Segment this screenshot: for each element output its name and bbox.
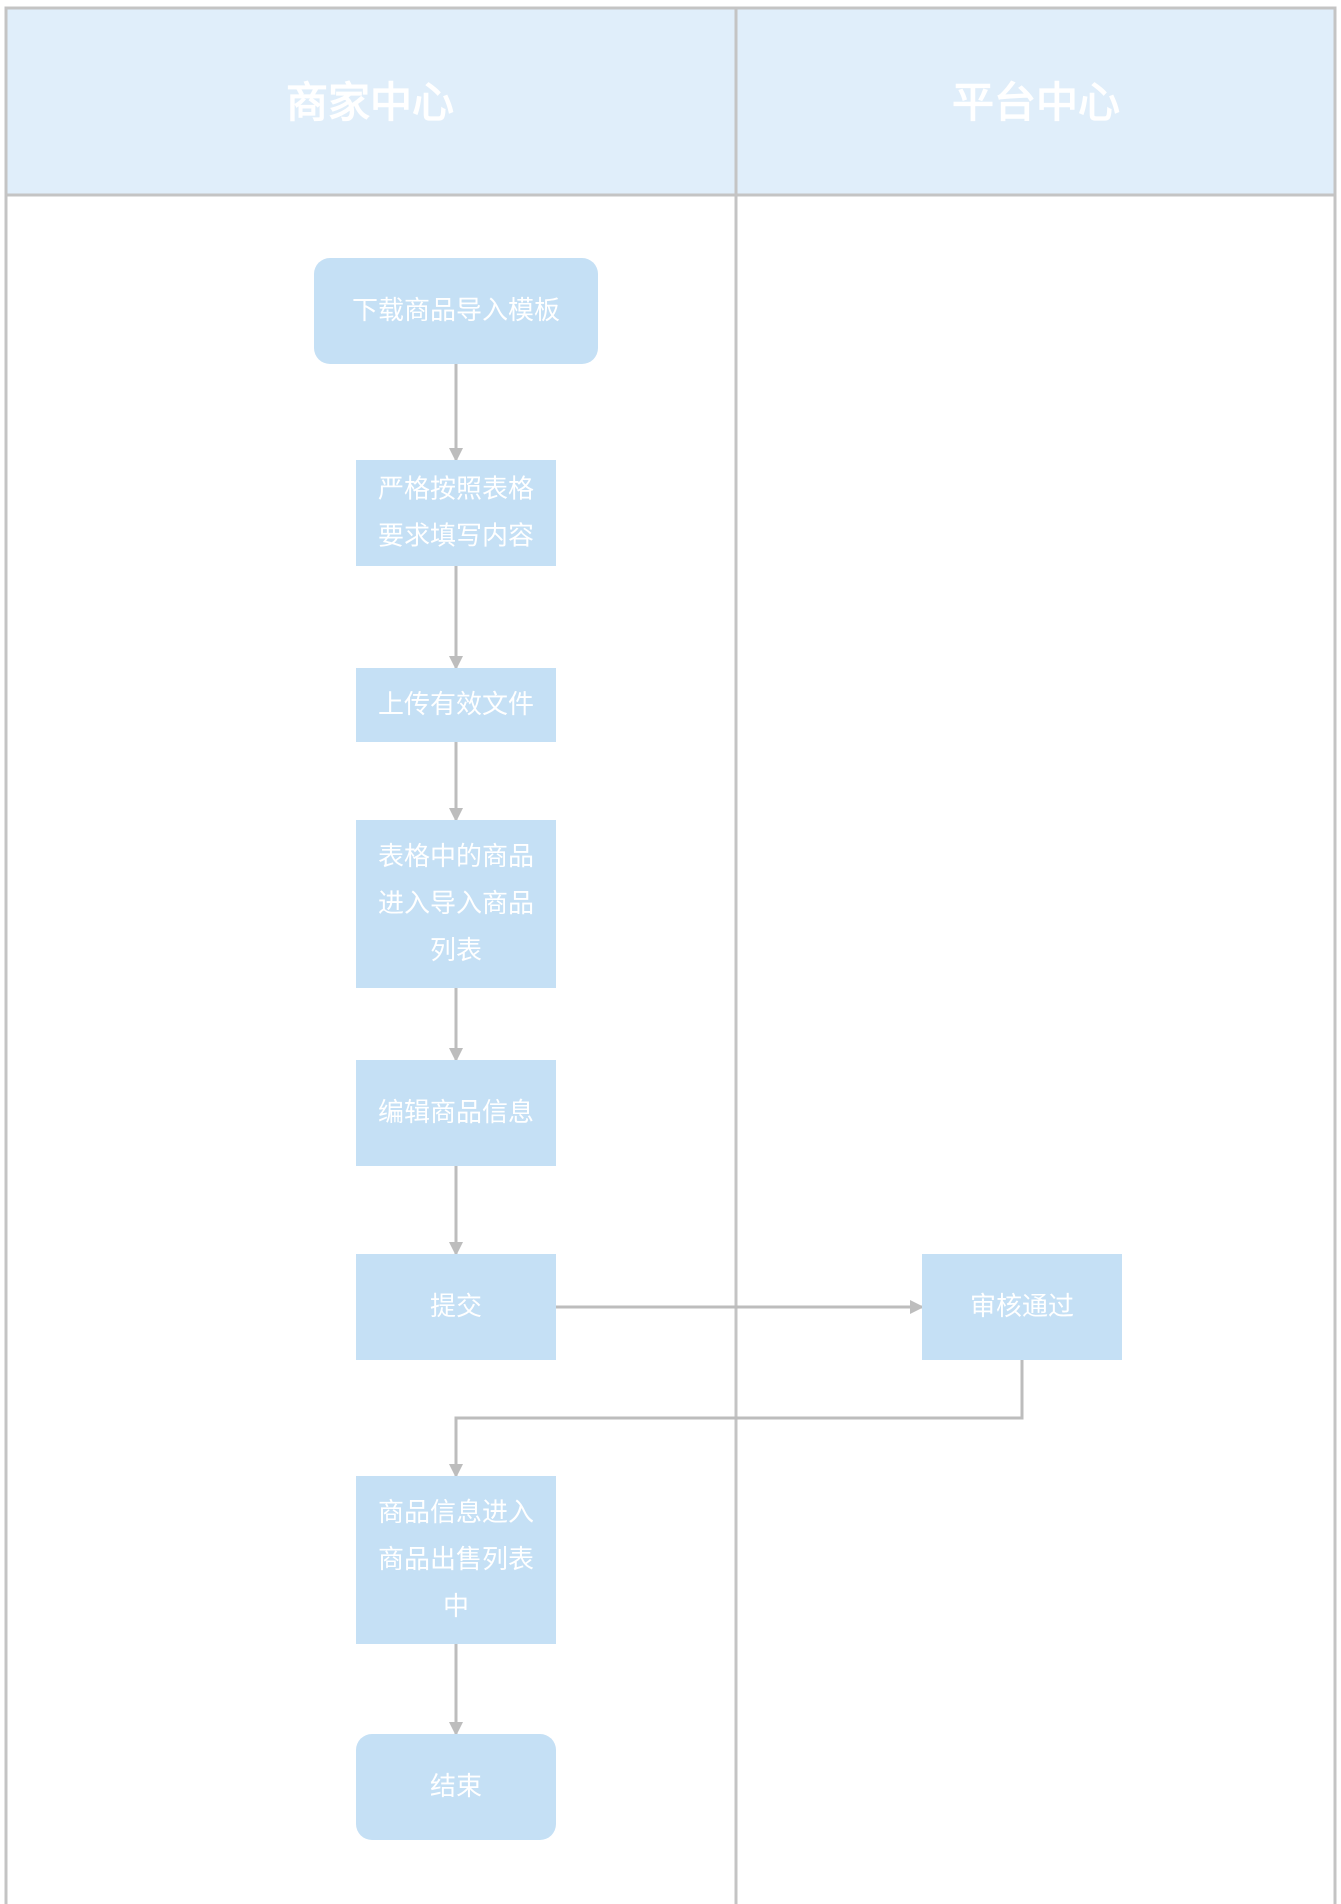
- node-label: 要求填写内容: [378, 522, 534, 552]
- node-shape: [314, 258, 598, 364]
- node-label: 商品信息进入: [378, 1498, 534, 1528]
- node-label: 进入导入商品: [378, 889, 534, 919]
- node-shape: [356, 1476, 556, 1644]
- node-label: 严格按照表格: [378, 475, 534, 505]
- node-label: 商品出售列表: [378, 1545, 534, 1575]
- platform-lane-title: 平台中心: [952, 78, 1120, 127]
- node-shape: [356, 820, 556, 988]
- node-end: 结束: [356, 1734, 556, 1840]
- node-shape: [356, 460, 556, 566]
- node-shape: [356, 1060, 556, 1166]
- node-upload-file: 上传有效文件: [356, 668, 556, 742]
- merchant-lane-title: 商家中心: [286, 78, 454, 127]
- node-label: 表格中的商品: [378, 842, 534, 872]
- node-label: 提交: [430, 1292, 482, 1322]
- node-label: 编辑商品信息: [378, 1098, 534, 1128]
- node-label: 上传有效文件: [378, 690, 534, 720]
- platform-lane-header: [736, 8, 1335, 195]
- node-shape: [356, 668, 556, 742]
- node-review-pass: 审核通过: [922, 1254, 1122, 1360]
- node-label: 结束: [430, 1772, 482, 1802]
- node-label: 审核通过: [970, 1292, 1074, 1322]
- edge-review-pass-to-enter-sale-list: [449, 1360, 1024, 1478]
- node-edit-info: 编辑商品信息: [356, 1060, 556, 1166]
- node-label: 下载商品导入模板: [352, 296, 560, 326]
- node-download-template: 下载商品导入模板: [314, 258, 598, 364]
- node-shape: [356, 1254, 556, 1360]
- node-submit: 提交: [356, 1254, 556, 1360]
- nodes: 下载商品导入模板严格按照表格要求填写内容上传有效文件表格中的商品进入导入商品列表…: [314, 258, 1122, 1840]
- edges: [449, 364, 1024, 1736]
- node-shape: [922, 1254, 1122, 1360]
- node-label: 列表: [430, 936, 482, 966]
- node-label: 中: [443, 1592, 469, 1622]
- merchant-lane-header: [6, 8, 736, 195]
- node-shape: [356, 1734, 556, 1840]
- platform-lane: [734, 6, 1337, 1904]
